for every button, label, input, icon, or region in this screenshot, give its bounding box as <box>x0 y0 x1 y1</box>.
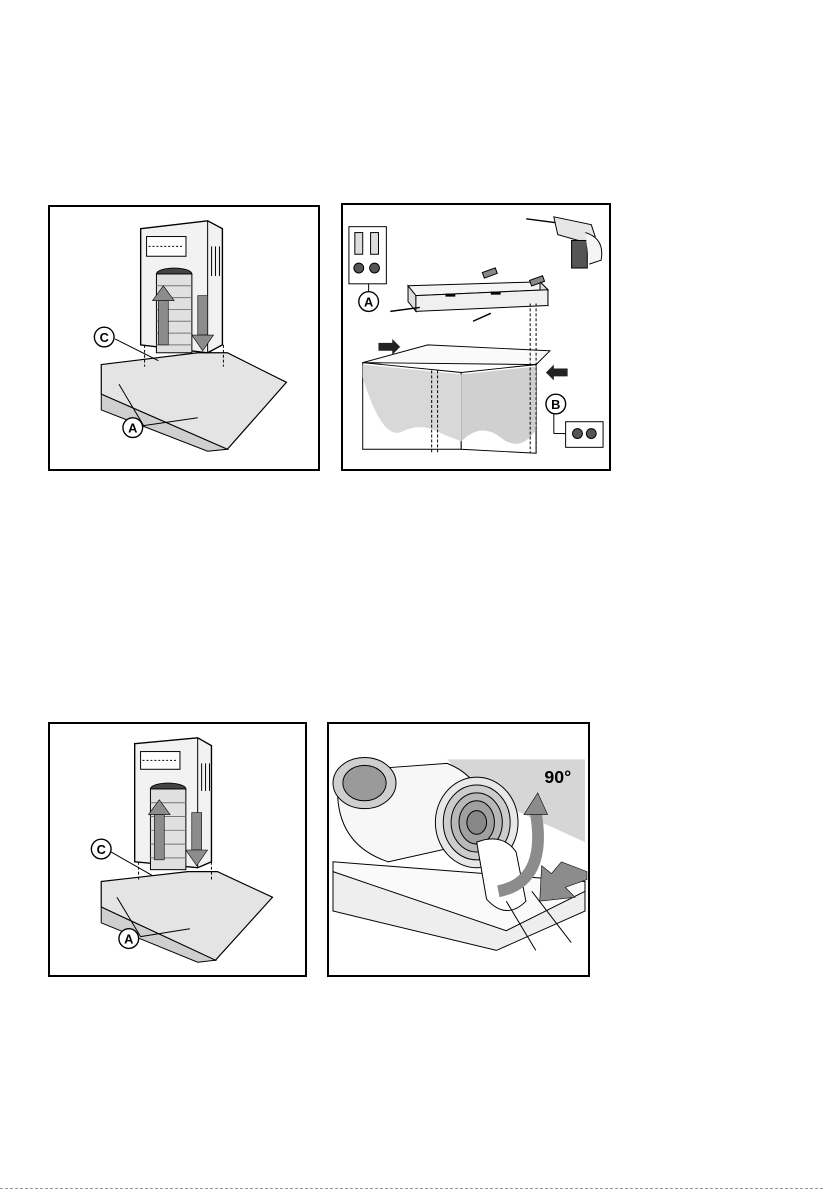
drill-icon <box>526 217 602 268</box>
angle-label: 90° <box>544 767 571 787</box>
callout-b-label: B <box>551 397 560 412</box>
filter-illustration: 90° <box>329 724 588 975</box>
chimney-illustration-2: C A <box>50 724 305 975</box>
page-bottom-rule <box>0 1188 823 1189</box>
screws-box <box>566 422 603 448</box>
callout-a-label: A <box>128 421 137 436</box>
figure-filter-rotation: 90° <box>327 722 590 977</box>
callout-c-label: C <box>97 842 106 857</box>
left-arrow-icon <box>546 365 568 381</box>
callout-c-label: C <box>100 330 109 345</box>
bracket-illustration: A B <box>343 205 609 469</box>
figure-chimney-install-1: C A <box>48 205 320 471</box>
figure-chimney-install-2: C A <box>48 722 307 977</box>
chimney-illustration: C A <box>50 207 318 469</box>
callout-a-label: A <box>124 932 133 947</box>
figure-bracket-fixing: A B <box>341 203 611 471</box>
right-arrow-icon <box>378 339 400 355</box>
callout-a-label: A <box>364 294 373 309</box>
